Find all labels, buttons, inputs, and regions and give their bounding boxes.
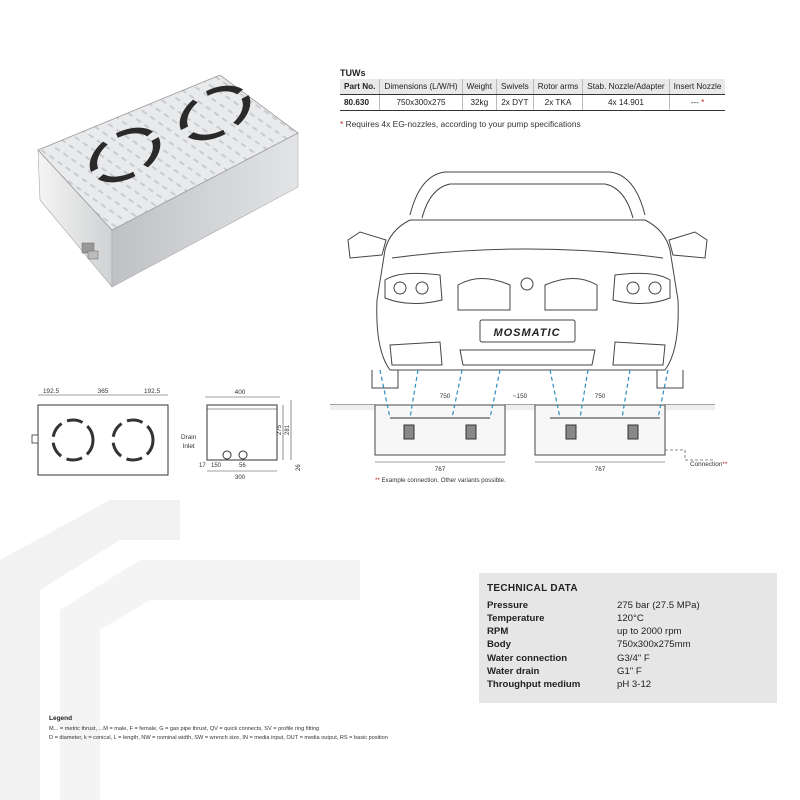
table-header-row: Part No. Dimensions (L/W/H) Weight Swive…	[340, 79, 726, 95]
header-dimensions: Dimensions (L/W/H)	[379, 79, 463, 95]
required-star: *	[701, 98, 705, 107]
spec-table: Part No. Dimensions (L/W/H) Weight Swive…	[340, 79, 726, 111]
header-weight: Weight	[461, 79, 497, 95]
side-dim-150: 150	[211, 463, 222, 469]
drain-inlet-label: Drain Inlet	[181, 433, 196, 451]
header-swivels: Swivels	[496, 79, 534, 95]
top-dim-3: 192.5	[144, 388, 160, 395]
car-plate-text: MOSMATIC	[493, 327, 560, 339]
table-title: TUWs	[340, 68, 366, 78]
header-part-no: Part No.	[340, 79, 380, 95]
cell-rotor-arms: 2x TKA	[532, 94, 583, 111]
example-text: Example connection. Other variants possi…	[379, 477, 506, 484]
example-star: **	[375, 477, 380, 484]
cell-insert-nozzle: --- *	[668, 94, 726, 111]
technical-data-title: TECHNICAL DATA	[487, 583, 578, 594]
drain-label: Drain	[181, 434, 197, 441]
side-height-275: 275	[277, 424, 283, 435]
table-row: 80.630 750x300x275 32kg 2x DYT 2x TKA 4x…	[340, 94, 726, 111]
top-dim-1: 192.5	[43, 388, 59, 395]
footnote: * Requires 4x EG-nozzles, according to y…	[340, 119, 581, 129]
dim-150: ~150	[513, 393, 528, 400]
legend-line-1: M... = metric thrust, ...M = male, F = f…	[49, 726, 320, 732]
top-dim-2: 365	[98, 388, 109, 395]
side-dim-300: 300	[235, 475, 246, 481]
dim-767-left: 767	[435, 466, 446, 473]
cell-dimensions: 750x300x275	[379, 94, 463, 111]
cell-swivels: 2x DYT	[496, 94, 534, 111]
connection-star: **	[722, 461, 728, 468]
cell-stab-nozzle: 4x 14.901	[582, 94, 670, 111]
connection-label: Connection**	[690, 461, 727, 468]
header-rotor-arms: Rotor arms	[532, 79, 583, 95]
dim-750-right: 750	[595, 393, 606, 400]
cell-insert-nozzle-value: ---	[690, 98, 702, 107]
footnote-star: *	[340, 119, 344, 129]
top-view-drawing: 192.5 365 192.5	[31, 388, 169, 476]
technical-data-box	[479, 573, 777, 703]
side-dim-26: 26	[296, 464, 302, 471]
cell-weight: 32kg	[461, 94, 497, 111]
footnote-text: Requires 4x EG-nozzles, according to you…	[343, 119, 581, 129]
header-stab-nozzle: Stab. Nozzle/Adapter	[582, 79, 670, 95]
side-dim-56: 56	[239, 463, 246, 469]
side-view-drawing: 400 275 281 26 17 150 56 300	[199, 389, 302, 481]
header-insert-nozzle: Insert Nozzle	[668, 79, 726, 95]
side-height-281: 281	[285, 424, 291, 435]
dim-767-right: 767	[595, 466, 606, 473]
dim-750-left: 750	[440, 393, 451, 400]
side-dim-17: 17	[199, 463, 206, 469]
connection-text: Connection	[690, 461, 723, 468]
car-installation-drawing: MOSMATIC 750 ~150 750 767 767	[330, 171, 715, 473]
legend-title: Legend	[49, 715, 73, 722]
example-note: ** Example connection. Other variants po…	[375, 477, 506, 484]
product-photo	[37, 75, 299, 288]
inlet-label: Inlet	[182, 443, 195, 450]
side-width: 400	[235, 389, 246, 396]
legend-line-2: D = diameter, k = conical, L = length, N…	[49, 735, 388, 741]
cell-part-no: 80.630	[340, 94, 380, 111]
